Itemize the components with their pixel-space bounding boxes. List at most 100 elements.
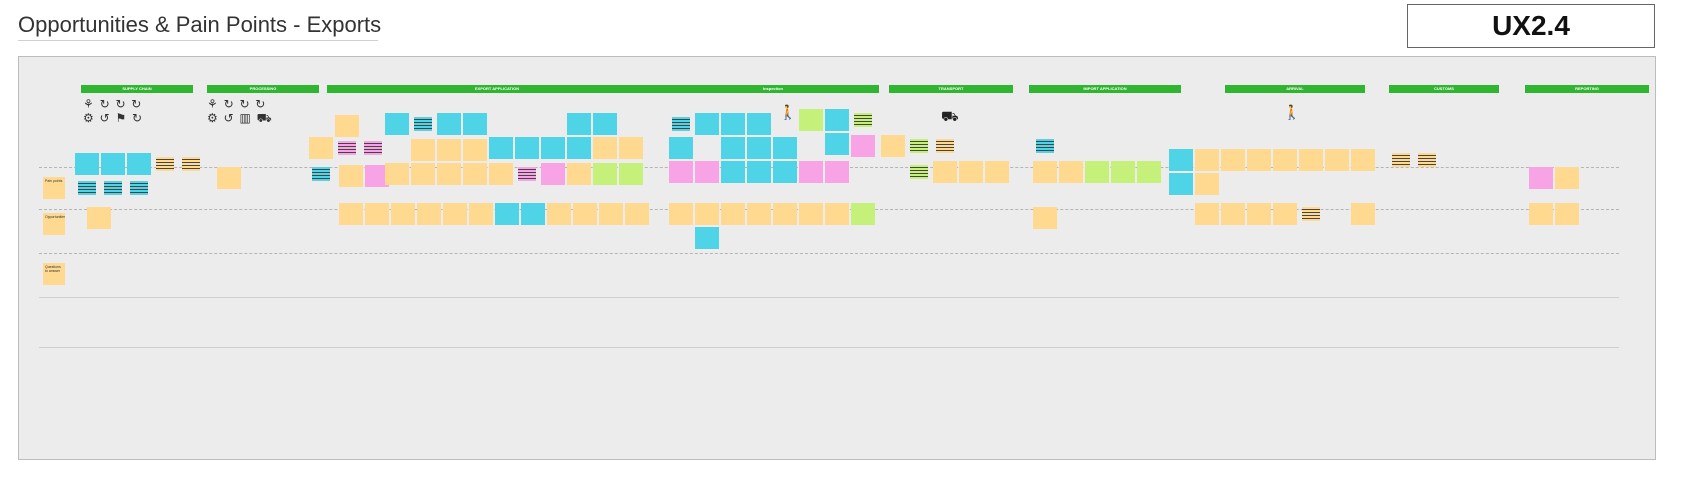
sticky-note[interactable] [1529,203,1553,225]
sticky-note[interactable] [469,203,493,225]
sticky-note[interactable] [1555,203,1579,225]
sticky-note[interactable] [1169,173,1193,195]
sticky-note[interactable] [153,153,177,175]
sticky-note[interactable] [495,203,519,225]
sticky-note[interactable] [747,203,771,225]
sticky-note[interactable] [411,139,435,161]
sticky-note[interactable] [825,203,849,225]
sticky-note[interactable] [799,161,823,183]
sticky-note[interactable] [1299,149,1323,171]
sticky-note[interactable] [851,109,875,131]
sticky-note[interactable] [309,137,333,159]
sticky-note[interactable] [573,203,597,225]
sticky-note[interactable] [1299,203,1323,225]
sticky-note[interactable] [1169,149,1193,171]
sticky-note[interactable] [747,113,771,135]
sticky-note[interactable] [1389,149,1413,171]
sticky-note[interactable] [721,203,745,225]
sticky-note[interactable] [521,203,545,225]
sticky-note[interactable] [541,163,565,185]
sticky-note[interactable] [437,139,461,161]
sticky-note[interactable] [127,177,151,199]
sticky-note[interactable] [1415,149,1439,171]
sticky-note[interactable] [593,163,617,185]
sticky-note[interactable] [1085,161,1109,183]
sticky-note[interactable] [625,203,649,225]
sticky-note[interactable] [1059,161,1083,183]
sticky-note[interactable] [669,113,693,135]
sticky-note[interactable] [515,137,539,159]
sticky-note[interactable] [695,227,719,249]
sticky-note[interactable] [695,161,719,183]
sticky-note[interactable] [365,165,389,187]
sticky-note[interactable] [567,137,591,159]
sticky-note[interactable] [1247,203,1271,225]
sticky-note[interactable] [619,163,643,185]
sticky-note[interactable] [87,207,111,229]
sticky-note[interactable] [747,137,771,159]
sticky-note[interactable] [567,113,591,135]
sticky-note[interactable] [101,153,125,175]
sticky-note[interactable] [695,203,719,225]
sticky-note[interactable] [417,203,441,225]
sticky-note[interactable] [385,113,409,135]
sticky-note[interactable] [1273,149,1297,171]
sticky-note[interactable] [799,109,823,131]
sticky-note[interactable] [365,203,389,225]
sticky-note[interactable] [1221,149,1245,171]
sticky-note[interactable] [1273,203,1297,225]
sticky-note[interactable] [547,203,571,225]
sticky-note[interactable] [985,161,1009,183]
sticky-note[interactable] [101,177,125,199]
sticky-note[interactable] [1351,149,1375,171]
whiteboard[interactable]: SUPPLY CHAIN PROCESSING EXPORT APPLICATI… [18,56,1656,460]
sticky-note[interactable] [437,163,461,185]
sticky-note[interactable] [217,167,241,189]
sticky-note[interactable] [411,113,435,135]
sticky-note[interactable] [1137,161,1161,183]
sticky-note[interactable] [619,137,643,159]
sticky-note[interactable] [1529,167,1553,189]
sticky-note[interactable] [339,165,363,187]
sticky-note[interactable] [669,137,693,159]
sticky-note[interactable] [773,203,797,225]
sticky-note[interactable] [463,163,487,185]
sticky-note[interactable] [851,135,875,157]
sticky-note[interactable] [361,137,385,159]
sticky-note[interactable] [489,137,513,159]
sticky-note[interactable] [437,113,461,135]
sticky-note[interactable] [1351,203,1375,225]
sticky-note[interactable] [127,153,151,175]
sticky-note[interactable] [825,109,849,131]
sticky-note[interactable] [907,135,931,157]
sticky-note[interactable] [747,161,771,183]
sticky-note[interactable] [1325,149,1349,171]
sticky-note[interactable] [463,113,487,135]
sticky-note[interactable] [799,203,823,225]
sticky-note[interactable] [1195,203,1219,225]
sticky-note[interactable] [179,153,203,175]
sticky-note[interactable] [1111,161,1135,183]
sticky-note[interactable] [721,137,745,159]
sticky-note[interactable] [463,139,487,161]
sticky-note[interactable] [385,163,409,185]
sticky-note[interactable] [1221,203,1245,225]
sticky-note[interactable] [959,161,983,183]
sticky-note[interactable] [411,163,435,185]
sticky-note[interactable] [443,203,467,225]
sticky-note[interactable] [669,203,693,225]
sticky-note[interactable] [515,163,539,185]
sticky-note[interactable] [1033,161,1057,183]
sticky-note[interactable] [907,161,931,183]
sticky-note[interactable] [933,161,957,183]
sticky-note[interactable] [593,137,617,159]
sticky-note[interactable] [825,161,849,183]
sticky-note[interactable] [773,161,797,183]
sticky-note[interactable] [1195,149,1219,171]
sticky-note[interactable] [1555,167,1579,189]
sticky-note[interactable] [825,133,849,155]
sticky-note[interactable] [599,203,623,225]
sticky-note[interactable] [1033,207,1057,229]
sticky-note[interactable] [339,203,363,225]
sticky-note[interactable] [669,161,693,183]
